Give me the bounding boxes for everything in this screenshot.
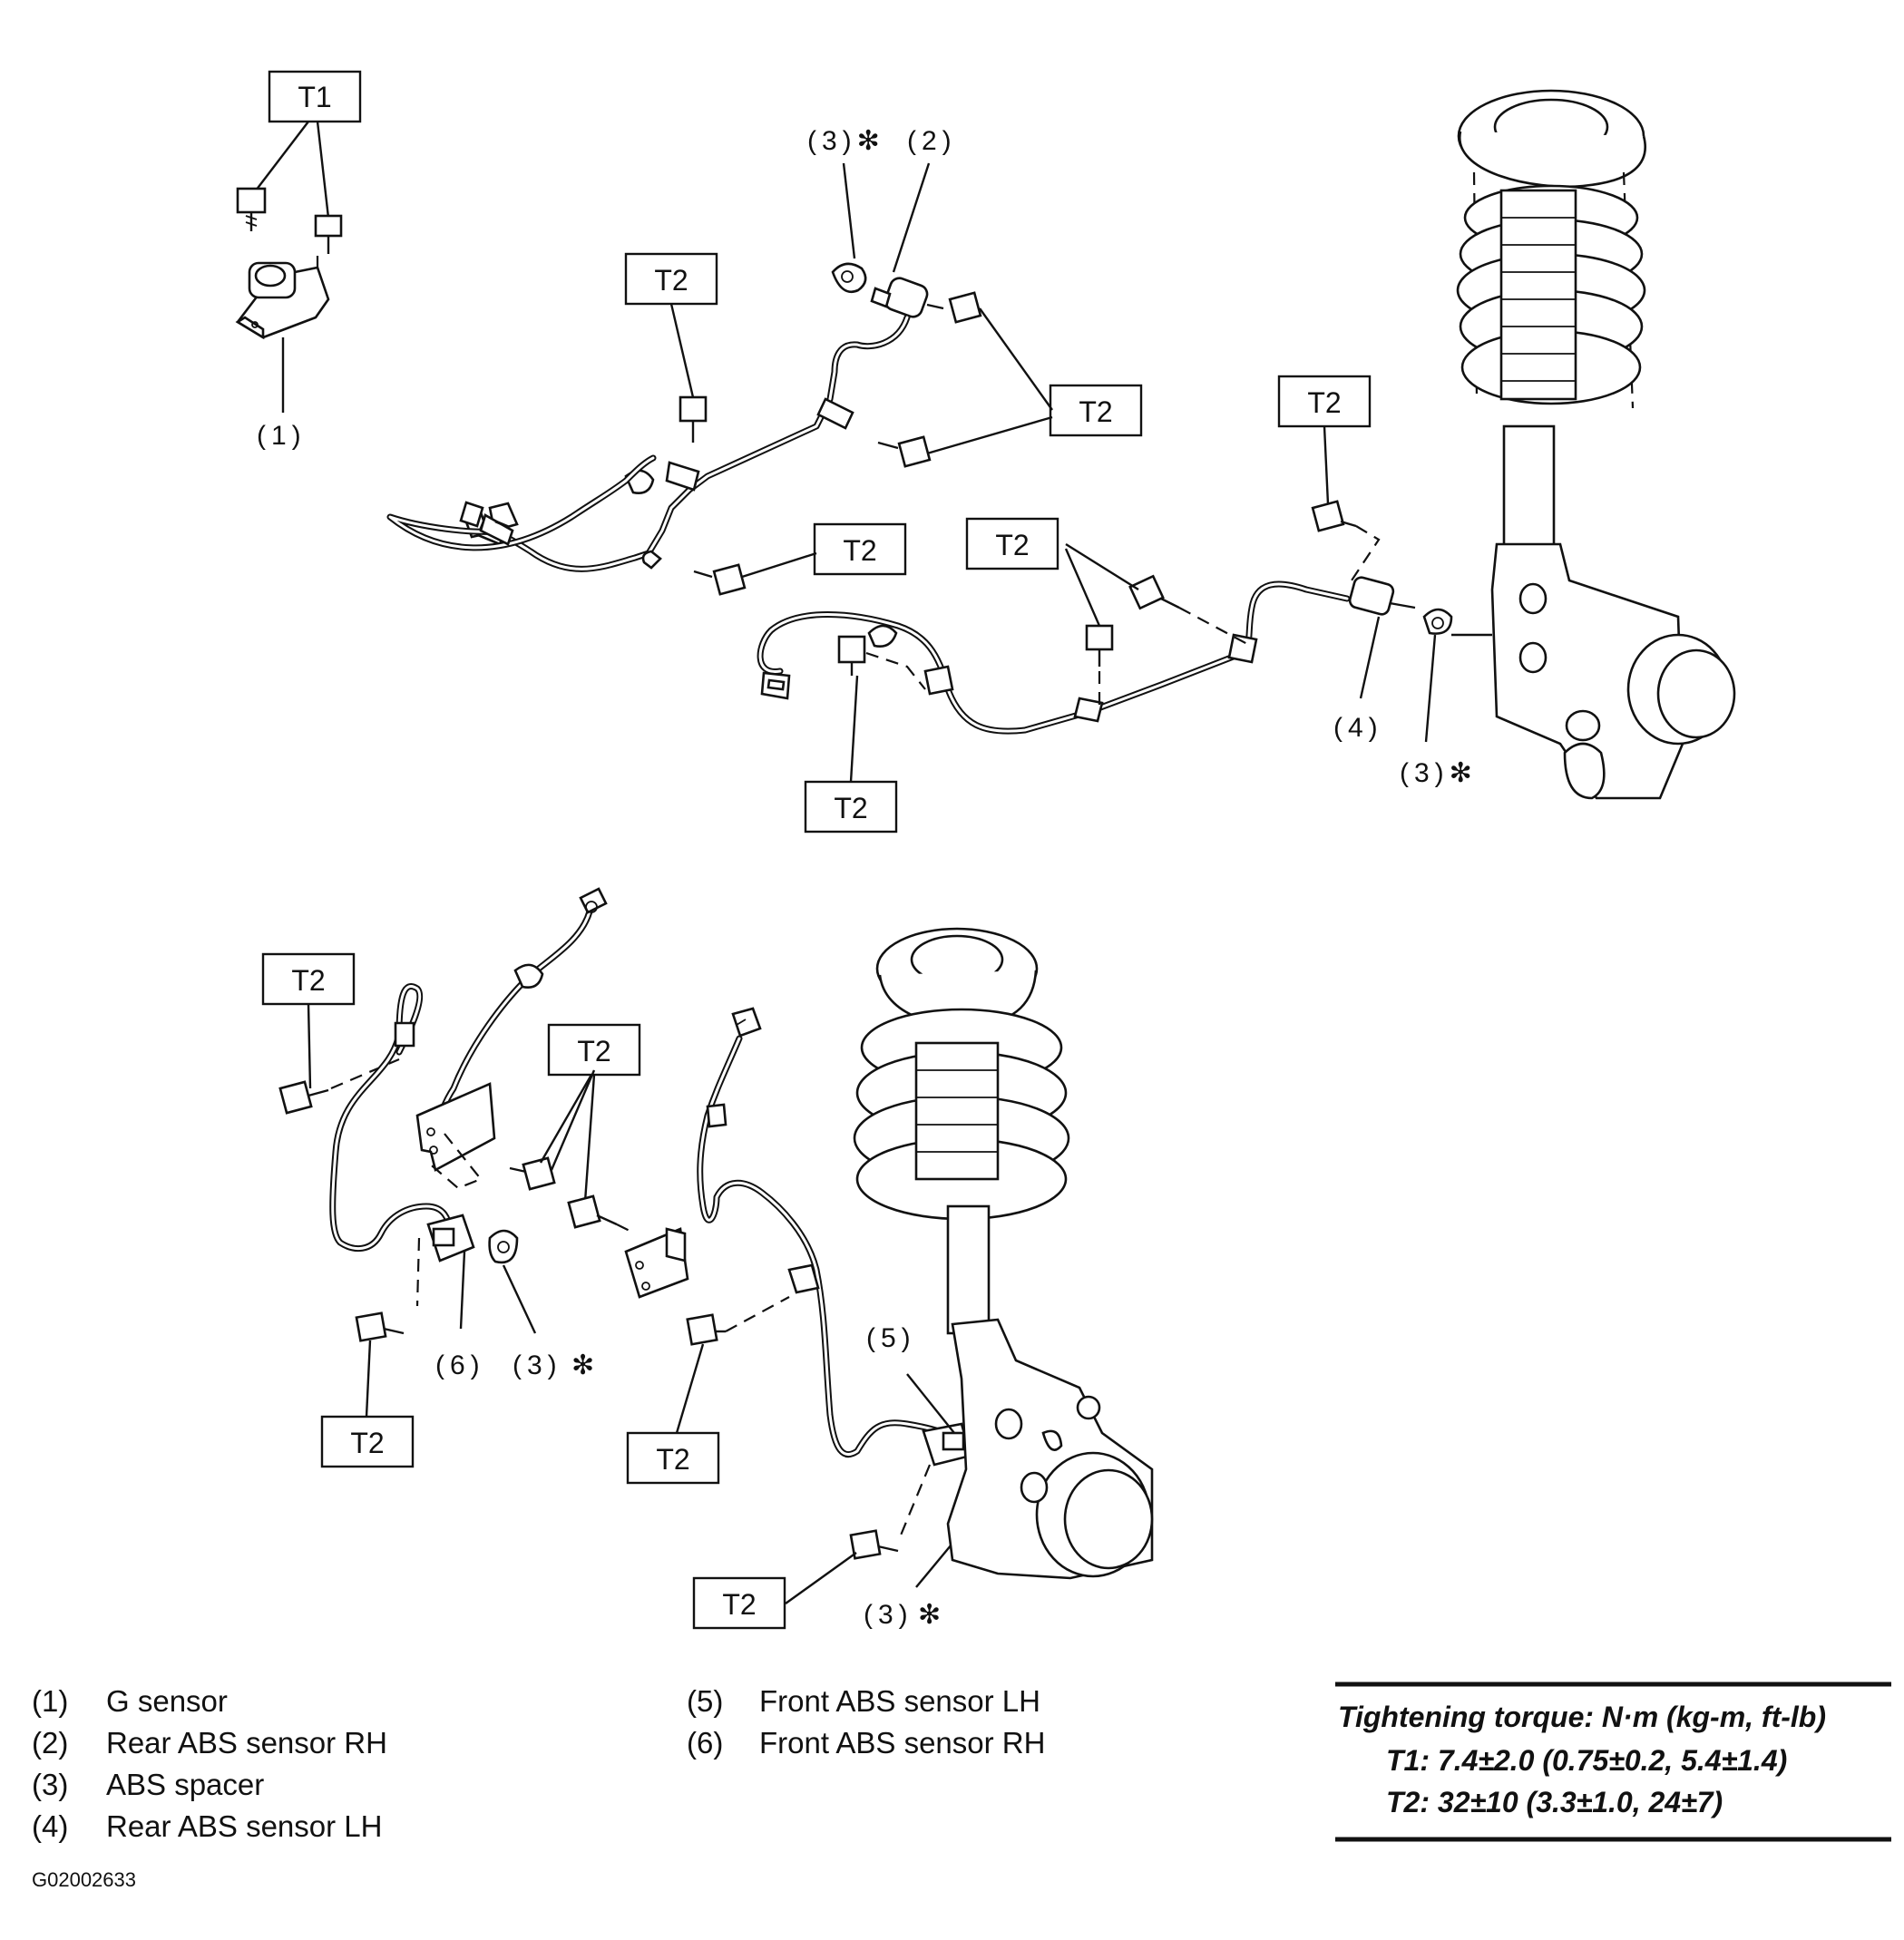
svg-text:✻: ✻ — [918, 1600, 941, 1630]
t2-box-rear-1: T2 — [624, 252, 718, 306]
t2-bolt-front-2 — [509, 1156, 556, 1191]
front-harness-connector-rh — [579, 887, 608, 914]
t2-box-front-2: T2 — [320, 1415, 415, 1468]
svg-text:T2: T2 — [577, 1035, 610, 1067]
svg-text:T2: T2 — [722, 1588, 756, 1621]
front-strut-assembly — [853, 927, 1154, 1580]
parts-legend: (1) G sensor (2) Rear ABS sensor RH (3) … — [32, 1684, 1045, 1843]
t2-bolt-front-3 — [355, 1311, 405, 1342]
svg-text:T2: T2 — [291, 964, 325, 997]
legend-num-5: (5) — [687, 1684, 723, 1718]
rear-abs-sensor-rh — [870, 277, 929, 318]
t1-box: T1 — [268, 70, 362, 123]
legend-name-2: Rear ABS sensor RH — [106, 1726, 387, 1760]
t2-bolt-front-6 — [849, 1529, 899, 1560]
legend-name-4: Rear ABS sensor LH — [106, 1809, 382, 1843]
t2-bolt-rear-1 — [679, 395, 708, 443]
legend-num-3: (3) — [32, 1768, 68, 1801]
t2-box-rear-2: T2 — [1049, 384, 1143, 437]
legend-name-6: Front ABS sensor RH — [759, 1726, 1045, 1760]
svg-text:T2: T2 — [834, 792, 867, 824]
svg-text:T2: T2 — [656, 1443, 689, 1476]
t2-bolt-rear-7 — [1085, 624, 1114, 667]
g-sensor-bolt-2 — [314, 214, 343, 254]
t2-box-rear-4: T2 — [804, 780, 898, 834]
t2-bolt-rear-2 — [926, 291, 982, 324]
front-abs-sensor-lh-assembly: T2 T2 — [539, 1007, 1011, 1630]
legend-num-1: (1) — [32, 1684, 68, 1718]
svg-text:(3)✻: (3)✻ — [807, 126, 885, 156]
t2-bolt-rear-4 — [693, 563, 747, 596]
legend-num-2: (2) — [32, 1726, 68, 1760]
svg-text:T2: T2 — [350, 1427, 384, 1459]
svg-text:(4): (4) — [1333, 713, 1383, 743]
t2-bolt-rear-3 — [877, 435, 932, 468]
front-bracket-rh — [415, 1082, 496, 1172]
svg-text:T2: T2 — [654, 264, 688, 297]
abs-spacer-front-rh — [488, 1229, 519, 1264]
svg-text:T2: T2 — [1307, 386, 1341, 419]
rear-harness-plug-rh — [459, 501, 484, 528]
g-sensor-body — [235, 261, 330, 340]
rear-abs-sensor-lh-assembly: T2 T2 T2 (4) (3)✻ — [757, 375, 1478, 834]
t2-box-rear-5: T2 — [965, 517, 1059, 570]
g-sensor-bolt-1 — [236, 187, 267, 231]
legend-name-3: ABS spacer — [106, 1768, 264, 1801]
svg-text:(1): (1) — [257, 421, 307, 451]
g-sensor-assembly: T1 (1) — [235, 70, 362, 451]
svg-text:✻: ✻ — [571, 1350, 594, 1380]
svg-text:T1: T1 — [298, 81, 331, 113]
t2-bolt-front-1 — [278, 1080, 329, 1115]
t2-box-rear-3: T2 — [813, 522, 907, 576]
rear-harness-connector-rh-end — [479, 513, 514, 546]
svg-text:(3)✻: (3)✻ — [1400, 758, 1478, 788]
t2-bolt-front-5 — [686, 1313, 726, 1346]
torque-title: Tightening torque: N·m (kg-m, ft-lb) — [1338, 1701, 1826, 1733]
svg-text:(3): (3) — [864, 1600, 913, 1630]
abs-spacer-rear-lh — [1422, 608, 1453, 635]
front-abs-sensor-rh — [426, 1214, 475, 1262]
figure-id: G02002633 — [32, 1868, 136, 1891]
legend-num-4: (4) — [32, 1809, 68, 1843]
torque-t1: T1: 7.4±2.0 (0.75±0.2, 5.4±1.4) — [1386, 1744, 1787, 1777]
abs-spacer-rear-rh — [831, 262, 867, 294]
legend-num-6: (6) — [687, 1726, 723, 1760]
rear-strut-assembly — [1451, 89, 1736, 800]
svg-text:(5): (5) — [866, 1323, 916, 1353]
t2-bolt-rear-8 — [1311, 500, 1357, 532]
t2-box-rear-6: T2 — [1277, 375, 1372, 428]
t2-box-front-3: T2 — [547, 1023, 641, 1077]
t2-box-front-1: T2 — [261, 952, 356, 1006]
t2-bolt-rear-6 — [1128, 574, 1180, 610]
svg-text:T2: T2 — [1079, 395, 1112, 428]
t2-bolt-rear-5 — [837, 635, 866, 676]
rear-harness-connector-lh — [760, 671, 791, 700]
torque-t2: T2: 32±10 (3.3±1.0, 24±7) — [1386, 1786, 1723, 1818]
svg-text:(2): (2) — [907, 126, 957, 156]
t2-box-front-5: T2 — [692, 1576, 786, 1630]
legend-name-5: Front ABS sensor LH — [759, 1684, 1040, 1718]
t2-box-front-4: T2 — [626, 1431, 720, 1485]
svg-text:T2: T2 — [843, 534, 876, 567]
front-harness-connector-lh — [731, 1007, 762, 1038]
t2-bolt-front-4 — [567, 1194, 618, 1229]
legend-name-1: G sensor — [106, 1684, 228, 1718]
svg-text:(3): (3) — [513, 1350, 562, 1380]
svg-text:(6): (6) — [435, 1350, 485, 1380]
rear-abs-sensor-rh-assembly: (3)✻ (2) T2 — [386, 126, 1143, 596]
rear-abs-sensor-lh — [1348, 576, 1416, 616]
svg-text:T2: T2 — [995, 529, 1029, 561]
front-abs-sensor-rh-assembly: T2 — [261, 887, 608, 1468]
torque-spec: Tightening torque: N·m (kg-m, ft-lb) T1:… — [1335, 1682, 1891, 1842]
